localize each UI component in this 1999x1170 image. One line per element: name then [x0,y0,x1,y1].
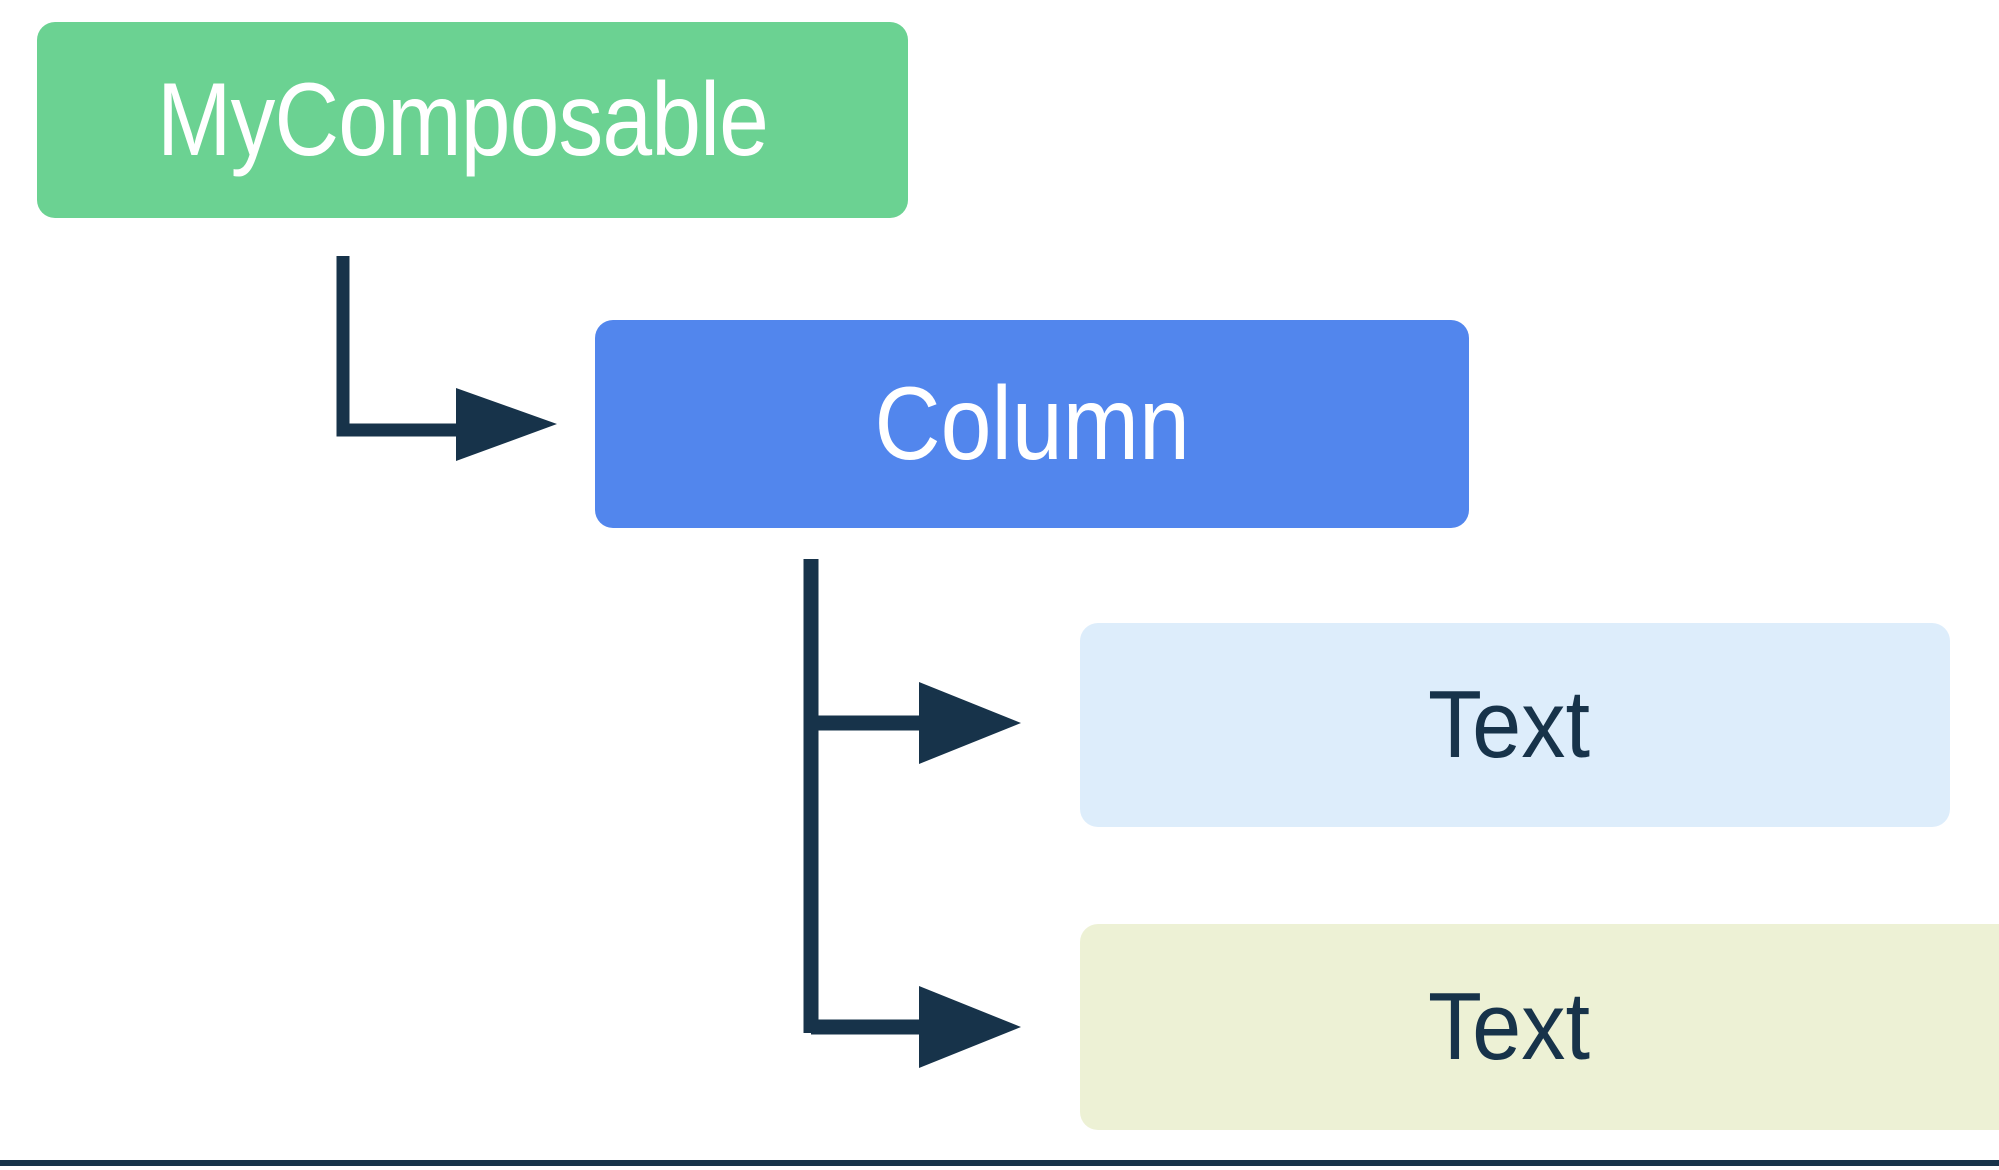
edge-column-to-text-2 [811,986,1021,1068]
node-column-label: Column [874,366,1190,482]
edge-column-to-text-1-arrowhead [919,682,1021,764]
edge-root-to-column-arrowhead [456,388,557,461]
edge-column-to-text-1 [803,559,1021,1033]
node-text-first[interactable]: Text [1080,623,1950,827]
edge-column-to-text-2-arrowhead [919,986,1021,1068]
node-text-second-label: Text [1428,973,1590,1080]
edge-root-to-column [336,256,557,461]
node-mycomposable-label: MyComposable [157,62,769,178]
edge-root-to-column-line [336,256,462,437]
node-column[interactable]: Column [595,320,1469,528]
node-text-first-label: Text [1428,671,1590,778]
node-mycomposable[interactable]: MyComposable [37,22,908,218]
bottom-divider [0,1160,1999,1166]
node-text-second[interactable]: Text [1080,924,1999,1130]
